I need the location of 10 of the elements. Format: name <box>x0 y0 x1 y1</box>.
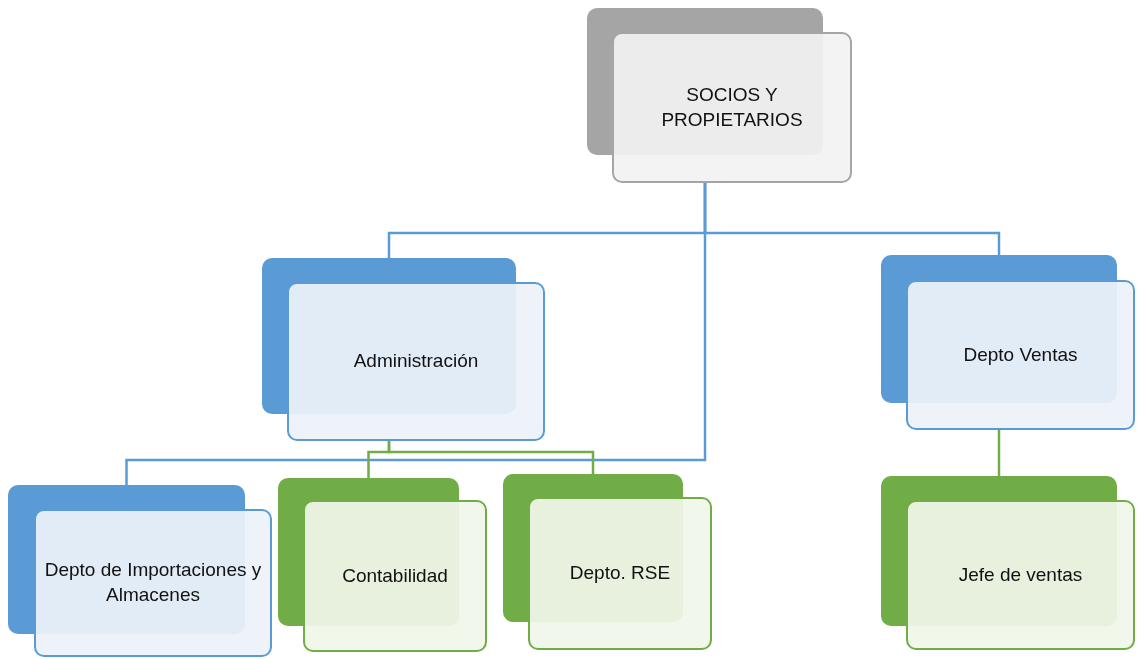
box-label: Depto Ventas <box>962 342 1079 367</box>
box-label: SOCIOS Y PROPIETARIOS <box>660 82 804 132</box>
box-label: Depto. RSE <box>568 561 672 586</box>
box-label: Jefe de ventas <box>957 562 1084 587</box>
box-label: Depto de Importaciones y Almacenes <box>43 558 263 607</box>
connector-line <box>997 430 1001 476</box>
box-label: Contabilidad <box>341 563 449 588</box>
connector-line <box>387 441 595 474</box>
box-label: Administración <box>352 349 480 374</box>
connector-line <box>125 183 707 485</box>
